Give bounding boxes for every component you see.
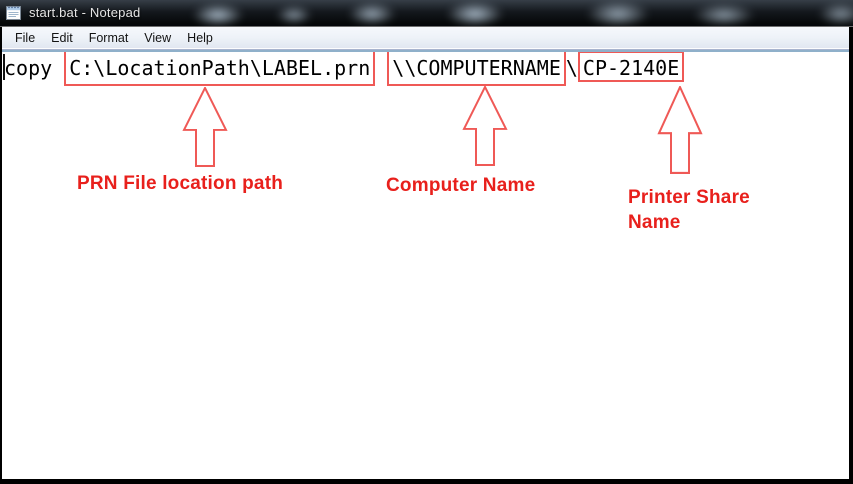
titlebar-divider — [0, 26, 853, 27]
menu-item-format[interactable]: Format — [88, 30, 129, 45]
command-text: copy — [4, 56, 65, 80]
window-title: start.bat - Notepad — [29, 5, 141, 20]
menu-item-help[interactable]: Help — [187, 30, 213, 45]
menu-item-edit[interactable]: Edit — [51, 30, 73, 45]
titlebar-glass-blob — [693, 4, 755, 26]
space — [375, 56, 387, 80]
notepad-text-area[interactable]: copy C:\LocationPath\LABEL.prn \\COMPUTE… — [2, 52, 849, 479]
text-caret — [3, 54, 5, 80]
prn-path-box: C:\LocationPath\LABEL.prn — [64, 52, 376, 86]
menubar-separator — [2, 48, 849, 49]
command-line: copy C:\LocationPath\LABEL.prn \\COMPUTE… — [4, 52, 685, 86]
client-edge-line — [2, 50, 849, 52]
computer-name-box: \\COMPUTERNAME — [387, 52, 566, 86]
menubar-separator — [2, 49, 849, 50]
menu-item-view[interactable]: View — [144, 30, 172, 45]
titlebar-glass-blob — [818, 3, 853, 25]
path-backslash: \ — [565, 56, 578, 80]
up-arrow-icon — [182, 87, 228, 167]
titlebar-glass-blob — [192, 4, 244, 26]
annotation-label-computer-name: Computer Name — [386, 175, 536, 196]
menu-bar: File Edit Format View Help — [2, 27, 849, 48]
annotation-label-printer-share: Printer Share Name — [628, 187, 750, 233]
up-arrow-icon — [462, 86, 508, 166]
window-chrome: File Edit Format View Help copy C:\Locat… — [2, 27, 849, 479]
titlebar-glass-blob — [446, 2, 504, 26]
title-bar: start.bat - Notepad — [0, 0, 853, 26]
titlebar-glass-blob — [586, 1, 650, 26]
printer-share-box: CP-2140E — [577, 52, 685, 82]
titlebar-glass-blob — [348, 3, 396, 25]
annotation-label-prn-path: PRN File location path — [77, 173, 284, 194]
menu-item-file[interactable]: File — [15, 30, 36, 45]
titlebar-glass-blob — [276, 6, 312, 24]
notepad-icon — [5, 4, 23, 26]
up-arrow-icon — [657, 86, 703, 174]
